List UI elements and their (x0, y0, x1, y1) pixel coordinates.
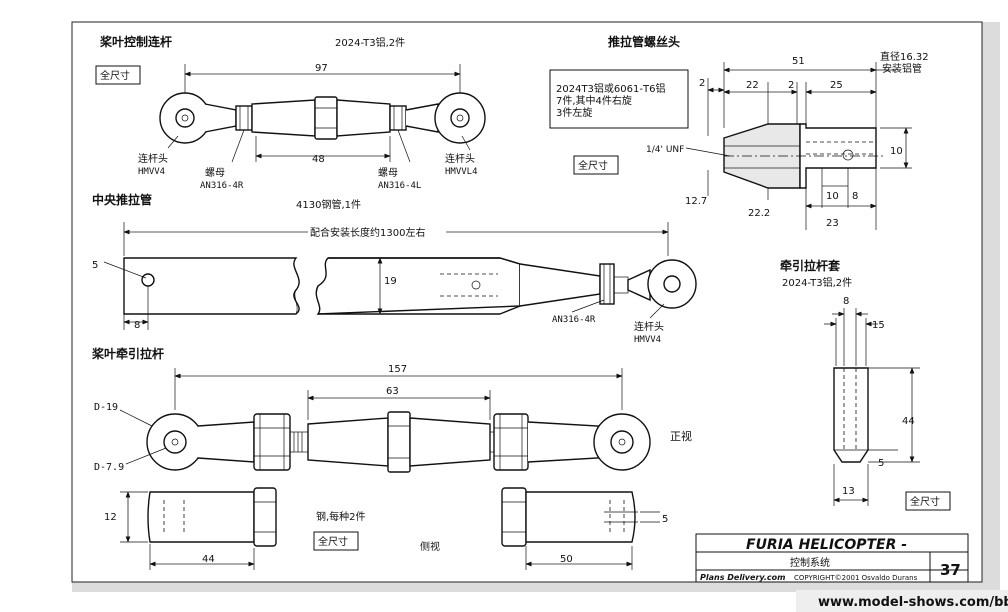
thread-head-note-2: 7件,其中4件右旋 (556, 94, 632, 107)
thread-head-fullsize: 全尺寸 (578, 159, 608, 172)
thread-head-note-1: 2024T3铝或6061-T6铝 (556, 83, 665, 95)
control-rod-nut-left-label: 螺母 (205, 167, 225, 179)
thread-dim-22-2: 22.2 (748, 208, 770, 219)
pull-rod-front-view: 正视 (670, 429, 692, 443)
pull-rod-dim-157: 157 (388, 364, 407, 375)
title-block-subtitle: 控制系统 (790, 556, 830, 569)
sleeve-dim-5: 5 (878, 458, 884, 469)
thread-dia-note: 安装铝管 (882, 62, 922, 75)
center-tube-end-part: HMVV4 (634, 335, 661, 345)
thread-dim-22: 22 (746, 80, 759, 91)
thread-head-title: 推拉管螺丝头 (608, 34, 680, 49)
page-shadow-bottom (72, 582, 1000, 592)
thread-dim-10b: 10 (826, 191, 839, 202)
pull-rod-dim-63: 63 (386, 386, 399, 397)
pull-rod-title: 桨叶牵引拉杆 (91, 346, 164, 361)
thread-dia-label: 直径16.32 (880, 50, 929, 63)
control-rod-dim-48: 48 (312, 154, 325, 165)
pull-rod-side-view: 侧视 (420, 540, 440, 553)
pull-rod-dim-12: 12 (104, 512, 117, 523)
pull-rod-fullsize-box (313, 531, 359, 551)
thread-head-note-box (549, 69, 689, 129)
pull-rod-dim-5: 5 (662, 514, 668, 525)
thread-head-drawing (723, 123, 886, 189)
thread-dim-10a: 10 (890, 146, 903, 157)
pull-rod-side-view-right (501, 487, 638, 547)
sleeve-drawing (833, 367, 869, 463)
center-tube-material: 4130钢管,1件 (296, 198, 361, 211)
pull-rod-side-view-left (147, 487, 277, 547)
sleeve-fullsize-box (905, 491, 951, 511)
center-tube-dim-8: 8 (134, 320, 140, 331)
center-tube-dim-19: 19 (384, 276, 397, 287)
center-tube-drawing (123, 257, 697, 315)
control-rod-end-left-label: 连杆头 (138, 152, 168, 165)
control-rod-end-right-part: HMVVL4 (445, 167, 478, 177)
control-rod-end-right-label: 连杆头 (445, 152, 475, 165)
center-tube-end-label: 连杆头 (634, 320, 664, 333)
watermark-text: www.model-shows.com/bbs (818, 595, 1008, 610)
sleeve-fullsize: 全尺寸 (910, 495, 940, 508)
thread-dim-2a: 2 (699, 78, 705, 89)
control-rod-fullsize: 全尺寸 (100, 69, 130, 82)
title-block-copyright: COPYRIGHT©2001 Osvaldo Durans (794, 574, 918, 582)
thread-dim-2b: 2 (788, 80, 794, 91)
control-rod-fullsize-box (95, 65, 141, 85)
thread-head-fullsize-box (573, 155, 619, 175)
pull-rod-fullsize: 全尺寸 (318, 535, 348, 548)
thread-dim-23: 23 (826, 218, 839, 229)
control-rod-nut-right-label: 螺母 (378, 167, 398, 179)
watermark-bar (796, 590, 1008, 612)
control-rod-end-left-part: HMVV4 (138, 167, 165, 177)
thread-dim-25: 25 (830, 80, 843, 91)
pull-rod-dim-44: 44 (202, 554, 215, 565)
title-block (695, 533, 969, 583)
pull-rod-d19: D-19 (94, 402, 118, 413)
pull-rod-drawing (146, 411, 651, 473)
center-tube-install-length: 配合安装长度约1300左右 (310, 226, 425, 239)
control-rod-title: 桨叶控制连杆 (99, 34, 172, 49)
center-tube-title: 中央推拉管 (92, 192, 152, 207)
control-rod-drawing (159, 92, 486, 144)
thread-head-note-3: 3件左旋 (556, 106, 592, 119)
center-tube-nut-part: AN316-4R (552, 315, 596, 325)
sleeve-dim-13: 13 (842, 486, 855, 497)
thread-dim-51: 51 (792, 56, 805, 67)
thread-spec: 1/4' UNF (646, 145, 684, 155)
control-rod-material: 2024-T3铝,2件 (335, 37, 405, 49)
sleeve-dim-8: 8 (843, 296, 849, 307)
pull-rod-d7-9: D-7.9 (94, 462, 124, 473)
page-shadow-right (982, 22, 1000, 588)
thread-dim-8: 8 (852, 191, 858, 202)
title-block-page: 37 (940, 561, 961, 579)
sleeve-material: 2024-T3铝,2件 (782, 277, 852, 289)
sleeve-title: 牵引拉杆套 (780, 258, 841, 273)
control-rod-dim-97: 97 (315, 63, 328, 74)
center-tube-dim-5: 5 (92, 260, 98, 271)
pull-rod-steel-note: 钢,每种2件 (316, 510, 366, 523)
control-rod-nut-right-part: AN316-4L (378, 181, 421, 191)
control-rod-nut-left-part: AN316-4R (200, 181, 244, 191)
title-block-title: FURIA HELICOPTER - (746, 537, 907, 553)
thread-dim-12-7: 12.7 (685, 196, 707, 207)
title-block-plans: Plans Delivery.com (700, 573, 785, 582)
sleeve-dim-44: 44 (902, 416, 915, 427)
sleeve-dim-15: 15 (872, 320, 885, 331)
pull-rod-dim-50: 50 (560, 554, 573, 565)
